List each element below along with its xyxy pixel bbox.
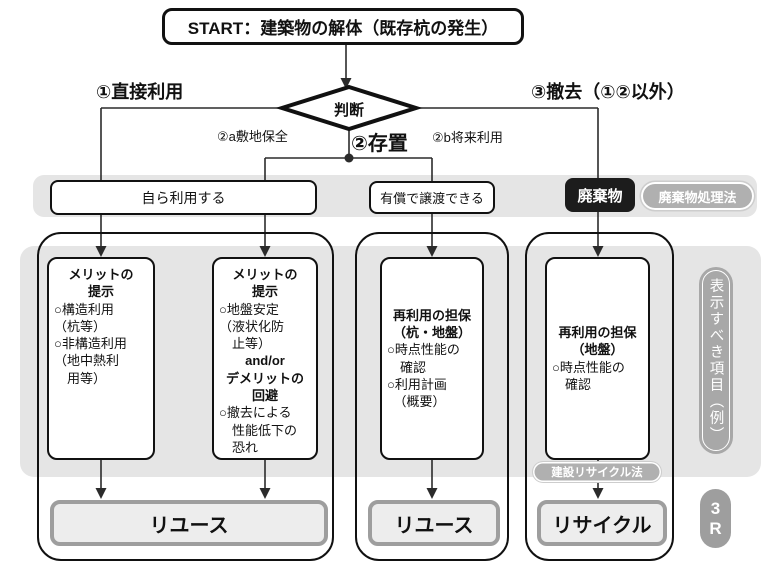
self-use-label: 自ら利用する: [141, 189, 226, 206]
text-line: 3: [710, 498, 721, 518]
arrowhead-recycle: [592, 488, 604, 499]
text-line: 再利用の担保: [392, 307, 471, 323]
junction-dot: [344, 153, 354, 163]
arrowhead-reuse2: [426, 488, 438, 499]
text-line: ○地盤安定: [219, 301, 279, 317]
self-use-node: 自ら利用する: [50, 180, 317, 215]
waste-law-pill: 廃棄物処理法: [641, 182, 754, 210]
text-line: 確認: [387, 359, 427, 375]
outcome-recycle-label: リサイクル: [552, 514, 652, 537]
waste-law-label: 廃棄物処理法: [658, 189, 737, 205]
text-line: 恐れ: [219, 439, 259, 455]
detail-box-merit-direct: メリットの提示○構造利用（杭等） ○非構造利用（地中熱利 用等）: [47, 257, 155, 460]
paid-transfer-label: 有償で譲渡できる: [380, 191, 484, 206]
decision-diamond: [275, 84, 423, 132]
branch-future-use-label: ②b将来利用: [432, 130, 503, 145]
text-line: デメリットの: [225, 370, 304, 386]
arrowhead-reuse1-left: [95, 488, 107, 499]
text-line: 提示: [87, 284, 114, 300]
group-paid-transfer: [355, 232, 509, 561]
text-line: ○非構造利用: [54, 336, 127, 352]
branch-removal-label: ③撤去（①②以外）: [531, 82, 685, 102]
text-line: 確認: [552, 376, 592, 392]
group-waste: [525, 232, 674, 561]
text-line: 性能低下の: [219, 422, 298, 438]
items-to-display-pill-inner: 表示すべき項目（例）: [702, 270, 730, 451]
text-line: 再利用の担保: [558, 324, 637, 340]
text-line: and/or: [245, 353, 285, 369]
text-line: メリットの: [68, 267, 134, 282]
branch-site-preservation-label: ②a敷地保全: [217, 129, 288, 144]
outcome-reuse-mid: リユース: [368, 500, 500, 546]
text-line: （杭・地盤）: [392, 324, 471, 340]
arrowhead-box2: [259, 246, 271, 257]
arrowhead-box1: [95, 246, 107, 257]
waste-label: 廃棄物: [577, 187, 623, 205]
text-line: 止等）: [219, 336, 272, 352]
text-line: メリットの: [232, 267, 298, 282]
text-line: ○利用計画: [387, 376, 447, 392]
text-line: （地中熱利: [54, 353, 120, 369]
arrowhead-decision: [340, 78, 352, 89]
text-line: ○構造利用: [54, 301, 114, 317]
decision-label: 判断: [333, 102, 364, 119]
text-line: ○時点性能の: [387, 342, 460, 358]
outcome-recycle: リサイクル: [537, 500, 667, 546]
arrowhead-reuse1-right: [259, 488, 271, 499]
detail-box-reuse-guarantee-ground: 再利用の担保 （地盤）○時点性能の 確認: [545, 257, 650, 460]
text-line: R: [709, 518, 722, 538]
arrowhead-box4: [592, 246, 604, 257]
text-line: 回避: [251, 387, 278, 403]
construction-recycle-law-label: 建設リサイクル法: [551, 467, 643, 479]
start-label: START：建築物の解体（既存杭の発生）: [187, 19, 499, 38]
detail-box-reuse-guarantee-pile-ground: 再利用の担保（杭・地盤） ○時点性能の 確認○利用計画 （概要）: [380, 257, 484, 460]
outcome-reuse-left: リユース: [50, 500, 328, 546]
start-node: START：建築物の解体（既存杭の発生）: [162, 8, 524, 45]
text-line: 用等）: [54, 370, 107, 386]
items-to-display-pill: 表示すべき項目（例）: [699, 267, 733, 454]
construction-recycle-law-pill: 建設リサイクル法: [533, 462, 661, 482]
text-line: ○時点性能の: [552, 359, 625, 375]
text-line: （杭等）: [54, 318, 107, 334]
text-line: （液状化防: [219, 318, 285, 334]
group-direct-use: [37, 232, 334, 561]
items-to-display-label: 表示すべき項目（例）: [707, 278, 724, 443]
outcome-reuse-left-label: リユース: [149, 514, 229, 537]
branch-direct-use-label: ①直接利用: [96, 82, 184, 102]
text-line: （地盤）: [571, 342, 624, 358]
arrowhead-box3: [426, 246, 438, 257]
waste-node: 廃棄物: [565, 178, 635, 212]
paid-transfer-node: 有償で譲渡できる: [369, 181, 495, 214]
branch-leave-in-place-label: ②存置: [351, 133, 408, 155]
text-line: （概要）: [387, 394, 446, 410]
text-line: ○撤去による: [219, 405, 292, 421]
outcome-reuse-mid-label: リユース: [394, 514, 474, 537]
text-line: 提示: [251, 284, 278, 300]
